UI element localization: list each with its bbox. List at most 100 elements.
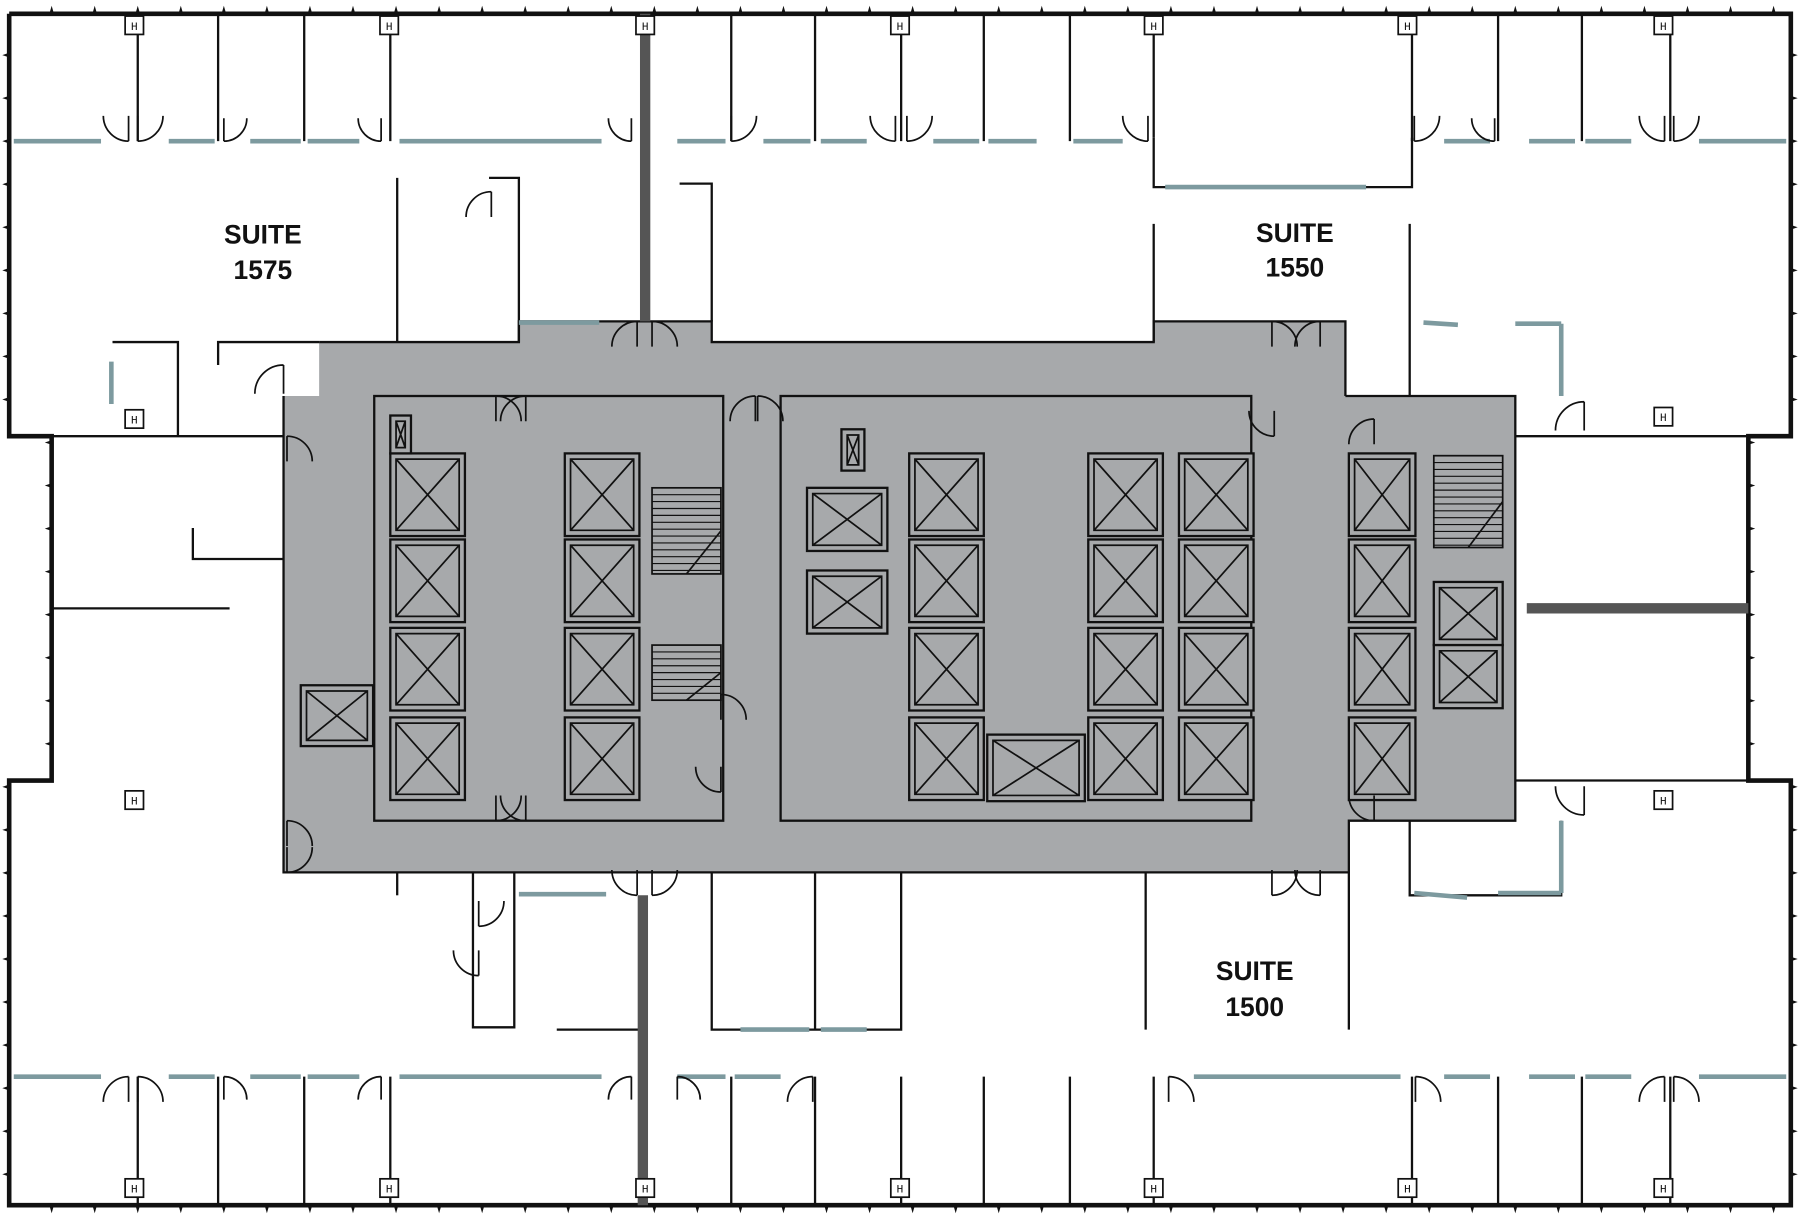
column-marker-label: H: [386, 1184, 393, 1197]
column-marker-box: [1397, 1177, 1418, 1199]
elevator-cross-icon: [1183, 632, 1249, 706]
column-marker-box: [1653, 15, 1674, 36]
door-swing: [102, 115, 130, 143]
mullion-tick: [92, 5, 98, 1214]
door-swing: [1413, 115, 1441, 143]
door-swing: [651, 870, 679, 897]
door-swing: [1271, 320, 1299, 347]
mullion-tick: [135, 5, 141, 1214]
column-marker-box: [1397, 15, 1418, 36]
window-glazing: [1414, 890, 1468, 900]
door-swing: [1554, 786, 1586, 816]
suite-label-number: 1500: [1225, 992, 1284, 1022]
column-marker-box: [1653, 789, 1674, 811]
stair-arrow: [685, 530, 722, 575]
elevator-cross-icon: [914, 632, 979, 706]
door-swing: [611, 320, 638, 347]
door-swing: [1294, 320, 1322, 347]
door-swing: [465, 190, 493, 217]
column-marker-label: H: [131, 21, 138, 34]
door-swing: [136, 115, 164, 143]
elevator-cross-icon: [569, 632, 635, 706]
column-marker-label: H: [1404, 21, 1411, 34]
door-swing: [452, 950, 480, 977]
door-swing: [1271, 870, 1299, 897]
column-marker-box: [379, 15, 400, 36]
door-swing: [1347, 795, 1375, 822]
door-swing: [869, 115, 897, 143]
column-marker-label: H: [897, 21, 904, 34]
door-swing: [786, 1075, 814, 1102]
door-swing: [499, 395, 527, 422]
column-marker-label: H: [131, 1184, 138, 1197]
suite-label-line1: SUITE: [1256, 218, 1334, 248]
door-swing: [222, 1075, 248, 1100]
door-swing: [495, 795, 523, 822]
column-marker-box: [889, 15, 911, 36]
elevator-cross-icon: [569, 722, 635, 796]
door-swing: [357, 118, 382, 143]
door-swing: [651, 320, 679, 347]
mullion-tick: [178, 5, 184, 1214]
mullion-tick: [221, 5, 227, 1214]
column-marker-box: [1653, 406, 1674, 427]
window-glazing: [1423, 320, 1459, 328]
column-marker-label: H: [642, 21, 649, 34]
door-swing: [495, 395, 523, 422]
column-marker-label: H: [1660, 412, 1667, 425]
column-marker-label: H: [897, 1184, 904, 1197]
suite-label-number: 1575: [234, 255, 293, 285]
door-swing: [253, 364, 285, 394]
interior-glazing: [13, 138, 1787, 1079]
door-swing: [286, 847, 314, 874]
column-marker-label: H: [1660, 1184, 1667, 1197]
elevator-shafts: [299, 414, 1504, 803]
door-swing: [1347, 418, 1375, 445]
elevator-cross-icon: [1093, 458, 1159, 532]
door-swing: [1672, 115, 1700, 143]
elevator-cross-icon: [992, 739, 1080, 797]
elevator-cross-icon: [1438, 586, 1498, 641]
doors: [102, 115, 1700, 1102]
elevator-cross-icon: [395, 458, 461, 532]
mullion-tick: [2, 1042, 1798, 1048]
elevator-cross-icon: [1353, 544, 1411, 618]
column-marker-box: [379, 1177, 400, 1199]
column-marker-box: [635, 15, 656, 36]
door-swing: [676, 1075, 702, 1100]
demising-walls: [637, 13, 1749, 1206]
suite-label-line1: SUITE: [1216, 956, 1294, 986]
door-swing: [1638, 115, 1666, 143]
suite-1575-label[interactable]: SUITE 1575: [224, 219, 302, 285]
door-swing: [222, 118, 248, 143]
door-swing: [1294, 870, 1322, 897]
building-core: [283, 321, 1516, 873]
door-swing: [499, 795, 527, 822]
door-swing: [136, 1075, 164, 1102]
elevator-cross-icon: [914, 458, 979, 532]
elevator-cross-icon: [811, 492, 883, 547]
suite-1500-label[interactable]: SUITE 1500: [1216, 956, 1294, 1022]
door-swing: [729, 395, 757, 422]
column-marker-box: [1143, 15, 1164, 36]
column-marker-box: [124, 1177, 145, 1199]
column-marker-label: H: [1660, 21, 1667, 34]
mullion-tick: [2, 311, 1798, 316]
door-swing: [1638, 1075, 1666, 1102]
door-swing: [720, 693, 748, 720]
elevator-cross-icon: [1183, 722, 1249, 796]
elevator-cross-icon: [1438, 649, 1498, 704]
mullion-tick: [2, 181, 1798, 187]
door-swing: [607, 118, 633, 143]
elevator-cross-icon: [395, 632, 461, 706]
column-marker-label: H: [1150, 21, 1157, 34]
elevator-cross-icon: [1353, 632, 1411, 706]
suite-label-number: 1550: [1266, 253, 1325, 283]
column-marker-box: [124, 789, 145, 811]
column-marker-label: H: [642, 1184, 649, 1197]
door-swing: [1121, 115, 1149, 143]
door-swing: [286, 819, 314, 846]
suite-1550-label[interactable]: SUITE 1550: [1256, 218, 1334, 282]
elevator-cross-icon: [395, 420, 407, 449]
